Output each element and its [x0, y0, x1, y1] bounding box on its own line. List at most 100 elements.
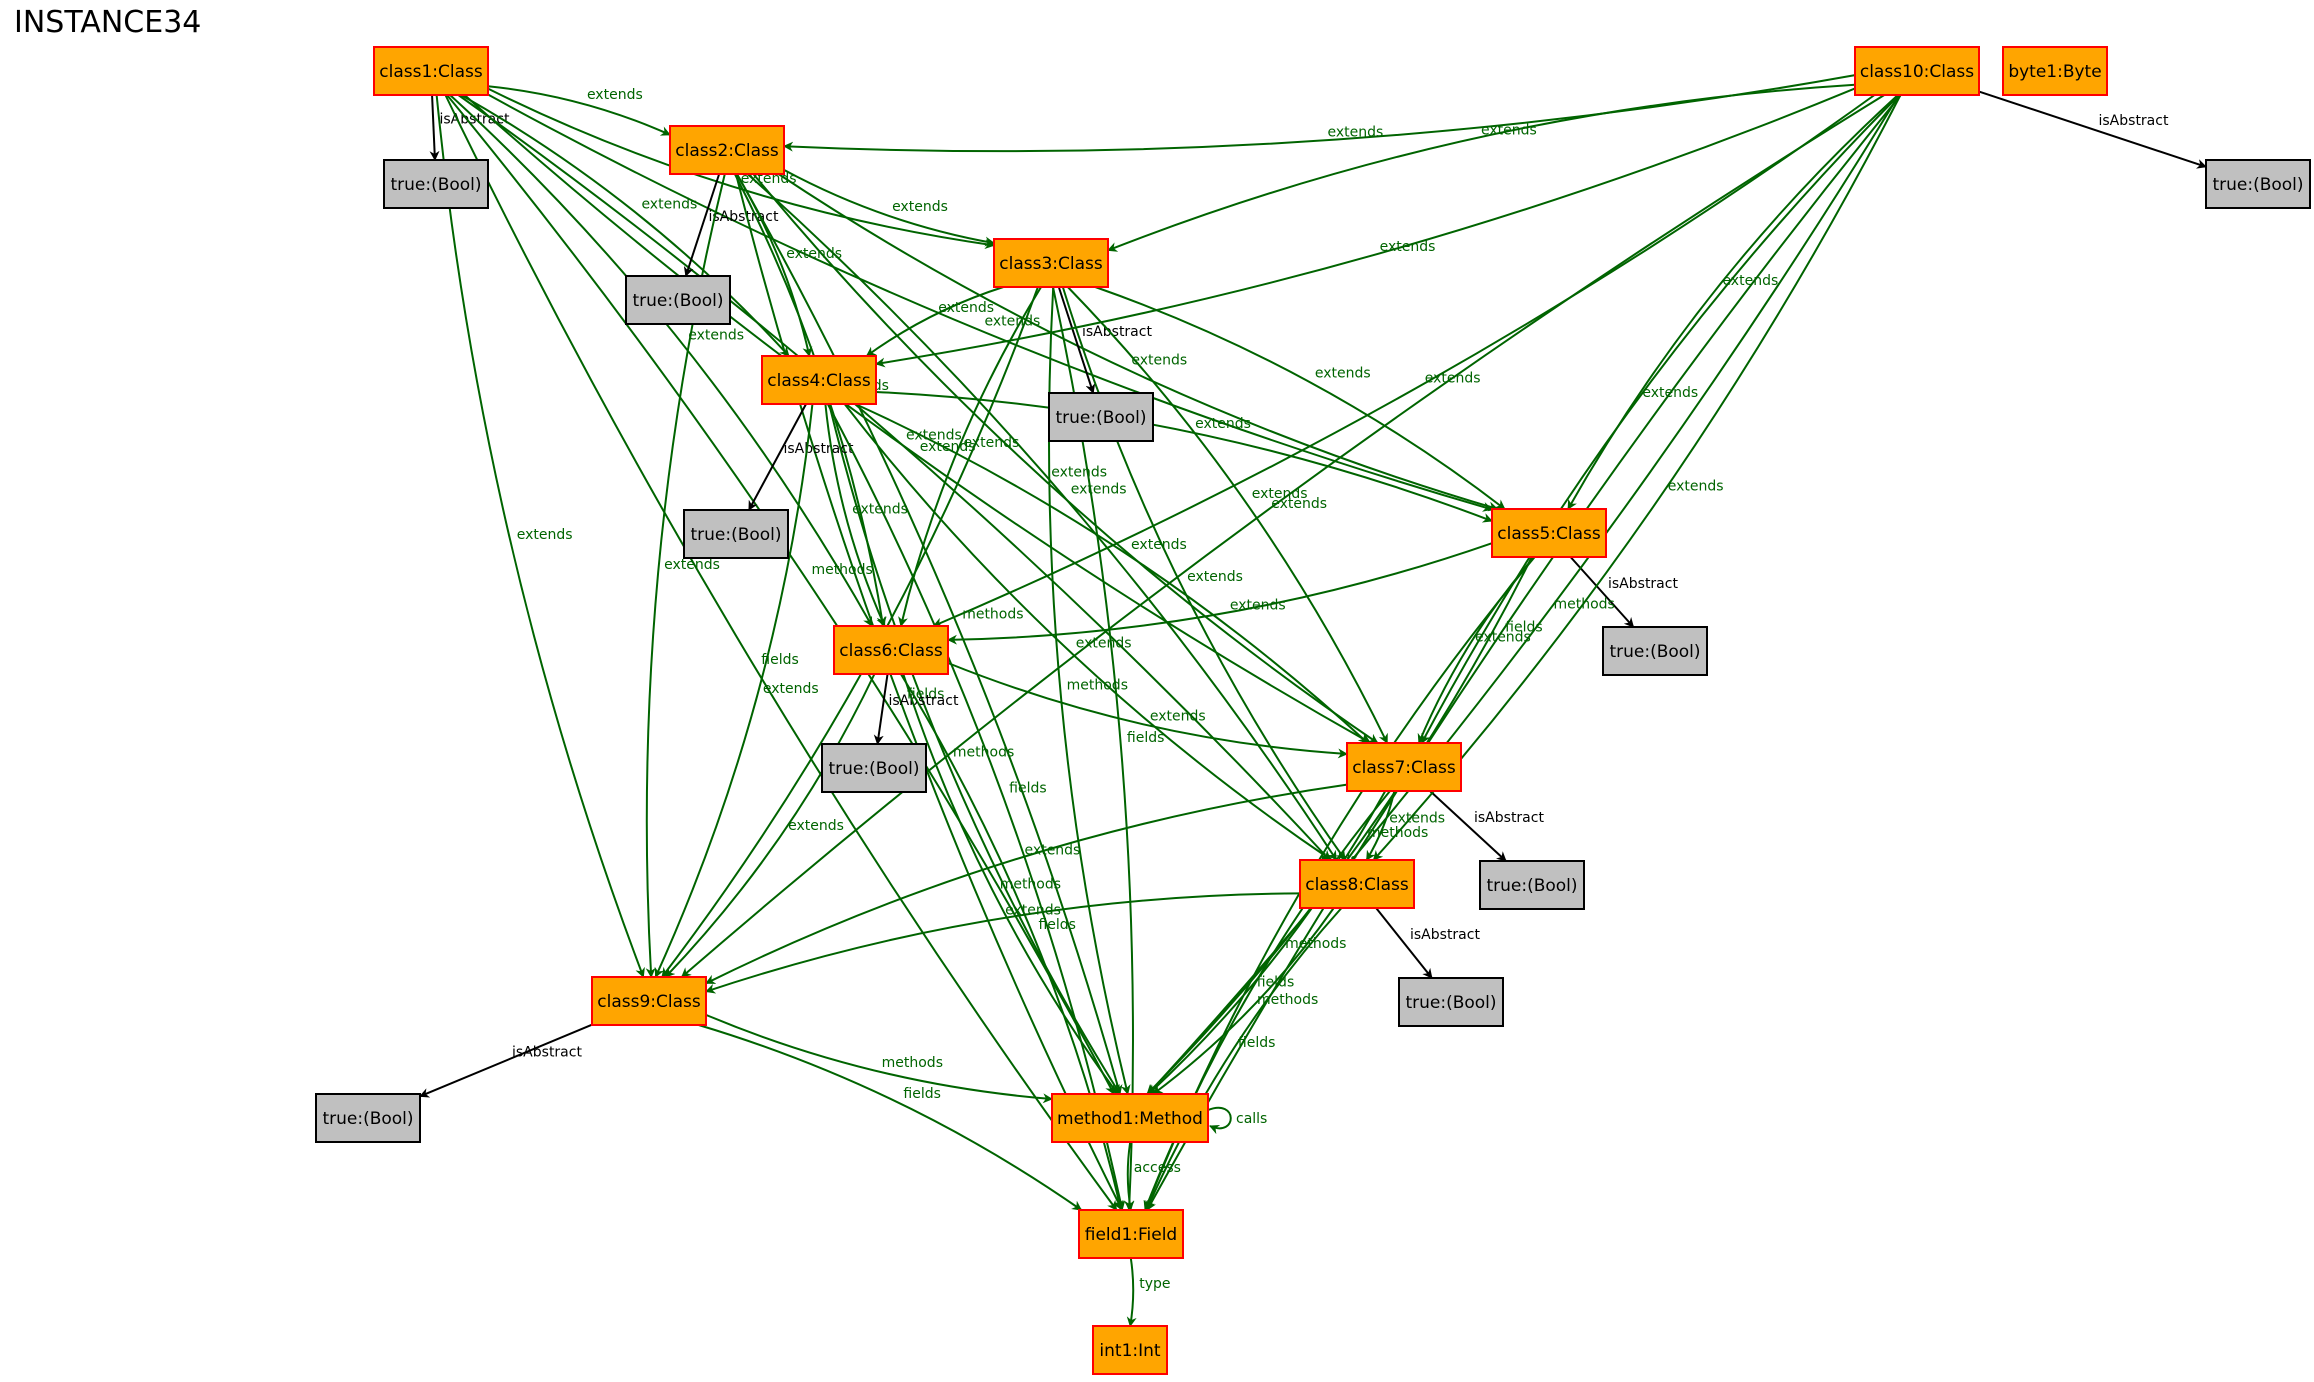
- edge-class6-method1: methods: [902, 673, 1119, 1095]
- edge-line: [1375, 907, 1433, 979]
- edge-class8-class9: extends: [705, 892, 1301, 994]
- node-b1[interactable]: true:(Bool): [383, 159, 489, 209]
- edge-class1-b1: isAbstract: [429, 94, 510, 161]
- edge-line: [1420, 94, 1901, 744]
- edge-label: extends: [1380, 239, 1436, 255]
- edge-class4-field1: fields: [826, 403, 1126, 1211]
- node-class3[interactable]: class3:Class: [993, 238, 1109, 288]
- edge-class10-class5: extends: [1567, 94, 1899, 510]
- edge-line: [854, 403, 1369, 744]
- edge-line: [1061, 286, 1346, 861]
- node-class1[interactable]: class1:Class: [373, 46, 489, 96]
- edge-class10-field1: fields: [1146, 94, 1902, 1211]
- node-label: class7:Class: [1352, 758, 1456, 778]
- node-b3[interactable]: true:(Bool): [1048, 392, 1154, 442]
- edge-line: [1124, 1141, 1135, 1211]
- edge-class10-class2: extends: [783, 74, 1856, 153]
- edge-line: [705, 1013, 1053, 1104]
- edge-line: [1107, 83, 1856, 252]
- node-class7[interactable]: class7:Class: [1346, 742, 1462, 792]
- edge-class9-b9: isAbstract: [419, 1023, 593, 1098]
- edge-label: type: [1139, 1276, 1170, 1292]
- node-box: [1092, 1325, 1168, 1375]
- edge-label: isAbstract: [1410, 927, 1480, 943]
- edge-line: [1978, 90, 2207, 169]
- edge-line: [865, 286, 1004, 357]
- node-box: [1398, 977, 1504, 1027]
- edge-class9-field1: fields: [698, 1024, 1083, 1211]
- node-b9[interactable]: true:(Bool): [315, 1093, 421, 1143]
- node-b5[interactable]: true:(Bool): [1602, 626, 1708, 676]
- node-b6[interactable]: true:(Bool): [821, 743, 927, 793]
- edge-label: extends: [763, 681, 819, 697]
- node-label: true:(Bool): [322, 1109, 413, 1129]
- edge-line: [654, 403, 814, 978]
- edge-line: [828, 403, 1121, 1095]
- node-class4[interactable]: class4:Class: [761, 355, 877, 405]
- node-box: [1479, 860, 1585, 910]
- edge-label: extends: [906, 427, 962, 443]
- node-box: [683, 509, 789, 559]
- edge-label: isAbstract: [440, 112, 510, 128]
- node-label: true:(Bool): [1055, 408, 1146, 428]
- edge-class10-class6: extends: [932, 94, 1876, 628]
- edge-label: fields: [761, 652, 799, 668]
- edge-line: [1126, 1257, 1137, 1327]
- edge-label: extends: [1131, 537, 1187, 553]
- edge-label: methods: [882, 1055, 943, 1071]
- node-class9[interactable]: class9:Class: [591, 976, 707, 1026]
- edge-label: isAbstract: [889, 693, 959, 709]
- edge-class2-class5: extends: [777, 173, 1499, 512]
- node-b4[interactable]: true:(Bool): [683, 509, 789, 559]
- edge-label: extends: [1315, 366, 1371, 382]
- edge-label: fields: [1238, 1035, 1276, 1051]
- node-int1[interactable]: int1:Int: [1092, 1325, 1168, 1375]
- node-label: class1:Class: [379, 62, 483, 82]
- node-class10[interactable]: class10:Class: [1854, 46, 1980, 96]
- node-byte1[interactable]: byte1:Byte: [2002, 46, 2108, 96]
- edge-class10-method1: methods: [1147, 94, 1900, 1095]
- node-class6[interactable]: class6:Class: [833, 625, 949, 675]
- node-label: true:(Bool): [1486, 876, 1577, 896]
- edge-line: [752, 173, 1379, 744]
- edge-line: [777, 173, 1499, 512]
- node-box: [1602, 626, 1708, 676]
- node-field1[interactable]: field1:Field: [1078, 1209, 1184, 1259]
- edge-class4-class5: extends: [875, 390, 1493, 523]
- edge-line: [457, 94, 1331, 861]
- edge-line: [435, 94, 645, 978]
- edge-label: extends: [1150, 708, 1206, 724]
- node-b7[interactable]: true:(Bool): [1479, 860, 1585, 910]
- edge-line: [444, 94, 1118, 1211]
- edge-line: [875, 390, 1493, 523]
- edge-label: extends: [1481, 122, 1537, 138]
- node-label: class5:Class: [1497, 524, 1601, 544]
- edge-line: [1429, 790, 1507, 862]
- edge-label: fields: [903, 1086, 941, 1102]
- node-label: true:(Bool): [390, 175, 481, 195]
- edge-label: extends: [1668, 479, 1724, 495]
- node-b2[interactable]: true:(Bool): [625, 275, 731, 325]
- node-label: int1:Int: [1099, 1341, 1160, 1361]
- edge-label: fields: [1127, 730, 1165, 746]
- edge-label: extends: [786, 246, 842, 262]
- node-b10[interactable]: true:(Bool): [2205, 159, 2311, 209]
- edge-line: [1067, 286, 1389, 744]
- edge-class1-method1: methods: [446, 94, 1115, 1095]
- edge-label: methods: [1553, 597, 1614, 613]
- edge-label: extends: [852, 501, 908, 517]
- node-b8[interactable]: true:(Bool): [1398, 977, 1504, 1027]
- node-class8[interactable]: class8:Class: [1299, 859, 1415, 909]
- node-method1[interactable]: method1:Method: [1051, 1093, 1209, 1143]
- node-class5[interactable]: class5:Class: [1491, 508, 1607, 558]
- node-label: class6:Class: [839, 641, 943, 661]
- edge-label: extends: [1195, 416, 1251, 432]
- edge-label: isAbstract: [512, 1045, 582, 1061]
- node-box: [373, 46, 489, 96]
- node-class2[interactable]: class2:Class: [669, 125, 785, 175]
- node-box: [993, 238, 1109, 288]
- edge-label: extends: [985, 314, 1041, 330]
- edge-label: extends: [1076, 635, 1132, 651]
- edge-label: extends: [517, 527, 573, 543]
- edge-line: [705, 783, 1348, 985]
